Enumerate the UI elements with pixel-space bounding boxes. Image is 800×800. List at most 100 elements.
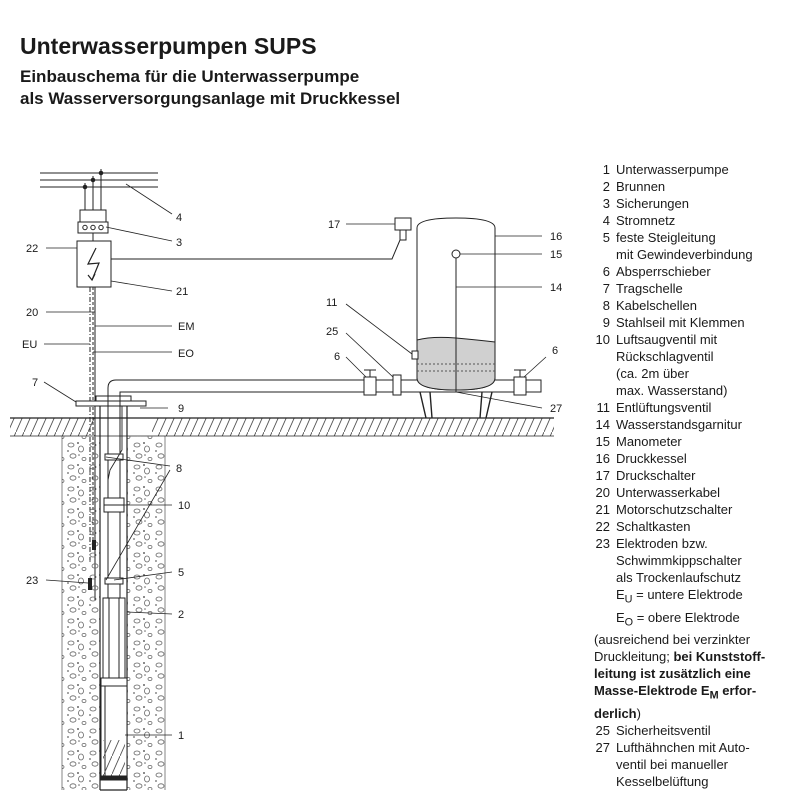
legend-item: 7 Tragschelle [586,280,798,297]
legend-number: 16 [595,451,610,466]
subtitle-line-2: als Wasserversorgungsanlage mit Druckkes… [20,89,401,108]
subtitle-line-1: Einbauschema für die Unterwasserpumpe [20,67,360,86]
pressure-switch-cable [111,231,405,260]
legend-text: Unterwasserkabel [616,485,721,500]
legend-text: Sicherheitsventil [616,722,711,738]
legend-number [586,382,616,399]
electrodes [88,540,96,590]
well-head [75,395,147,407]
legend-text: Unterwasserpumpe [616,162,729,177]
switch-box [76,240,112,288]
legend-text: (ca. 2m über [616,366,689,381]
legend-number: 9 [602,315,610,330]
legend-number: 1 [602,162,610,177]
legend-text: Stromnetz [616,213,676,228]
legend-item: max. Wasserstand) [586,382,798,399]
callout-4: 4 [176,212,182,224]
callout-14: 14 [550,282,562,294]
legend-text: Rückschlagventil [616,349,714,364]
legend-number: 25 [595,722,610,738]
legend-number [586,756,616,773]
legend-text: Motorschutzschalter [616,502,733,517]
power-grid-lines [40,169,158,210]
callout-8: 8 [176,463,182,475]
legend-number: 11 [596,400,611,415]
riser-pipe [103,379,542,598]
legend-item: 27 Lufthähnchen mit Auto- [586,739,798,756]
legend-text: Manometer [616,434,682,449]
legend-number [586,552,616,569]
callout-6-right: 6 [552,345,558,357]
ground-surface [10,417,554,437]
legend-item: Schwimmkippschalter [586,552,798,569]
legend-number: 21 [595,502,610,517]
legend-text: Sicherungen [616,196,689,211]
callout-15: 15 [550,249,562,261]
page-title: Unterwasserpumpen SUPS [20,33,317,59]
callout-20: 20 [26,307,38,319]
legend-number [586,348,616,365]
legend-text: Kesselbelüftung [616,773,709,789]
legend-item: 1 Unterwasserpumpe [586,161,798,178]
legend-item: (ca. 2m über [586,365,798,382]
callout-21: 21 [176,286,188,298]
legend-item-electrode-lower: EU = untere Elektrode [616,587,743,606]
page-subtitle: Einbauschema für die Unterwasserpumpe al… [20,66,400,110]
callout-labels: 4 3 22 21 20 EM EU EO 7 9 8 10 5 23 2 1 … [22,212,562,742]
legend-text: Absperrschieber [616,264,711,279]
shutoff-valve-right [513,369,527,396]
legend-number [586,365,616,382]
legend-item: 10 Luftsaugventil mit [586,331,798,348]
legend-text: Druckkessel [616,451,687,466]
legend-number: 14 [595,417,610,432]
vent-valve [411,350,419,360]
legend-number: 27 [595,739,610,755]
legend-text: Brunnen [616,179,666,194]
legend-text: ventil bei manueller [616,756,729,772]
submersible-pump [100,597,128,781]
legend-text: Wasserstandsgarnitur [616,417,742,432]
legend-number [586,773,616,790]
pressure-switch [394,217,412,241]
legend-number: 7 [602,281,610,296]
callout-23: 23 [26,575,38,587]
legend-text: mit Gewindeverbindung [616,247,753,262]
callout-25: 25 [326,326,338,338]
legend-text: feste Steigleitung [616,230,716,245]
legend-text: Druckschalter [616,468,696,483]
callout-2: 2 [178,609,184,621]
legend-number: 10 [595,332,610,347]
steel-rope [107,406,123,481]
legend-item: 3 Sicherungen [586,195,798,212]
legend-item: 17 Druckschalter [586,467,798,484]
legend-text: Luftsaugventil mit [616,332,718,347]
legend-number: 20 [595,485,610,500]
legend-number: 17 [595,468,610,483]
callout-3: 3 [176,237,182,249]
legend-text: Schaltkasten [616,519,691,534]
legend-number: 3 [602,196,610,211]
legend-text: als Trockenlaufschutz [616,570,742,585]
legend-text: Lufthähnchen mit Auto- [616,739,750,755]
legend-text: Tragschelle [616,281,683,296]
callout-9: 9 [178,403,184,415]
legend-item: Rückschlagventil [586,348,798,365]
legend-number: 15 [595,434,610,449]
legend-number: 22 [595,519,610,534]
callout-11: 11 [326,297,337,309]
callout-27: 27 [550,403,562,415]
legend-text: Elektroden bzw. [616,536,708,551]
callout-16: 16 [550,231,562,243]
legend-note: (ausreichend bei verzinkter Druckleitung… [594,632,766,721]
legend-item: 14 Wasserstandsgarnitur [586,416,798,433]
legend-number: 6 [602,264,610,279]
legend-number [586,569,616,586]
callout-22: 22 [26,243,38,255]
legend-item: 22 Schaltkasten [586,518,798,535]
